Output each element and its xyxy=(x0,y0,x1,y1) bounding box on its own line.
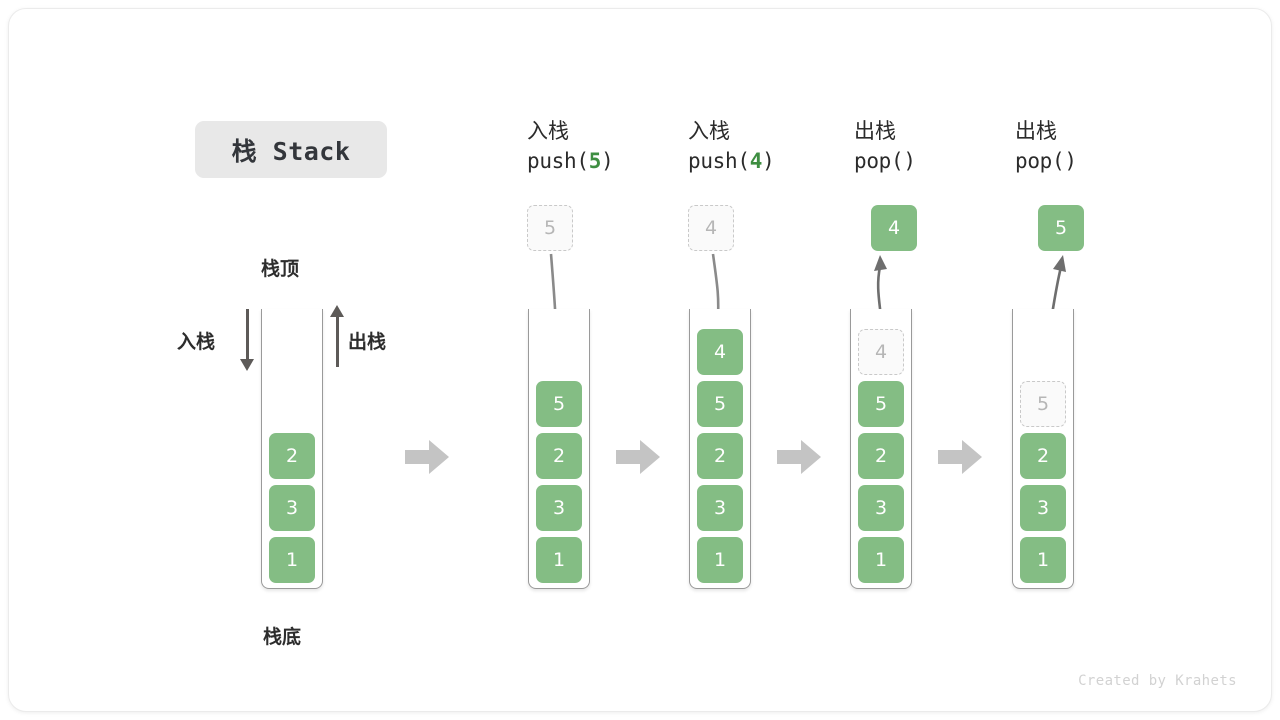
diagram-canvas: 栈 Stack 栈顶 栈底 入栈 出栈 2 3 1 入栈 push(5) 5 5… xyxy=(8,8,1272,712)
panel-header-code: pop() xyxy=(854,149,916,174)
push-arrow-shaft-icon xyxy=(246,309,249,361)
stack-cell: 5 xyxy=(858,381,904,427)
panel-header-pop-1: 出栈 pop() xyxy=(854,116,916,177)
transition-arrow-icon xyxy=(777,440,821,474)
footer-credit: Created by Krahets xyxy=(1078,673,1237,689)
stack-cell: 1 xyxy=(269,537,315,583)
panel-header-push-4: 入栈 push(4) xyxy=(688,116,775,177)
stack-cell: 1 xyxy=(536,537,582,583)
stack-cell: 3 xyxy=(269,485,315,531)
diagram-title: 栈 Stack xyxy=(195,121,387,178)
push-arrow-head-icon xyxy=(240,359,254,371)
stack-cell: 5 xyxy=(697,381,743,427)
stack-cell: 4 xyxy=(697,329,743,375)
stack-cell: 2 xyxy=(1020,433,1066,479)
transition-arrow-icon xyxy=(616,440,660,474)
popped-value-cell: 4 xyxy=(871,205,917,251)
stack-cell: 3 xyxy=(697,485,743,531)
transition-arrow-icon xyxy=(405,440,449,474)
panel-header-code: push(5) xyxy=(527,149,614,174)
push-direction-label: 入栈 xyxy=(177,331,216,353)
stack-cell: 3 xyxy=(536,485,582,531)
floating-ghost-cell: 5 xyxy=(527,205,573,251)
stack-cell: 5 xyxy=(536,381,582,427)
panel-header-pop-2: 出栈 pop() xyxy=(1015,116,1077,177)
stack-cell: 2 xyxy=(269,433,315,479)
panel-header-zh: 入栈 xyxy=(688,119,730,143)
stack-bottom-label: 栈底 xyxy=(263,626,302,648)
stack-cell: 1 xyxy=(1020,537,1066,583)
stack-cell: 2 xyxy=(536,433,582,479)
panel-header-zh: 出栈 xyxy=(854,119,896,143)
ghost-popped-cell: 4 xyxy=(858,329,904,375)
stack-cell: 3 xyxy=(858,485,904,531)
panel-header-zh: 出栈 xyxy=(1015,119,1057,143)
pop-direction-label: 出栈 xyxy=(348,331,387,353)
popped-value-cell: 5 xyxy=(1038,205,1084,251)
stack-cell: 1 xyxy=(858,537,904,583)
pop-arrow-shaft-icon xyxy=(336,315,339,367)
panel-header-zh: 入栈 xyxy=(527,119,569,143)
stack-cell: 1 xyxy=(697,537,743,583)
panel-header-code: pop() xyxy=(1015,149,1077,174)
ghost-popped-cell: 5 xyxy=(1020,381,1066,427)
stack-cell: 2 xyxy=(697,433,743,479)
transition-arrow-icon xyxy=(938,440,982,474)
floating-ghost-cell: 4 xyxy=(688,205,734,251)
panel-header-code: push(4) xyxy=(688,149,775,174)
panel-header-push-5: 入栈 push(5) xyxy=(527,116,614,177)
pop-arrow-head-icon xyxy=(330,305,344,317)
stack-cell: 3 xyxy=(1020,485,1066,531)
stack-cell: 2 xyxy=(858,433,904,479)
stack-top-label: 栈顶 xyxy=(261,258,300,280)
